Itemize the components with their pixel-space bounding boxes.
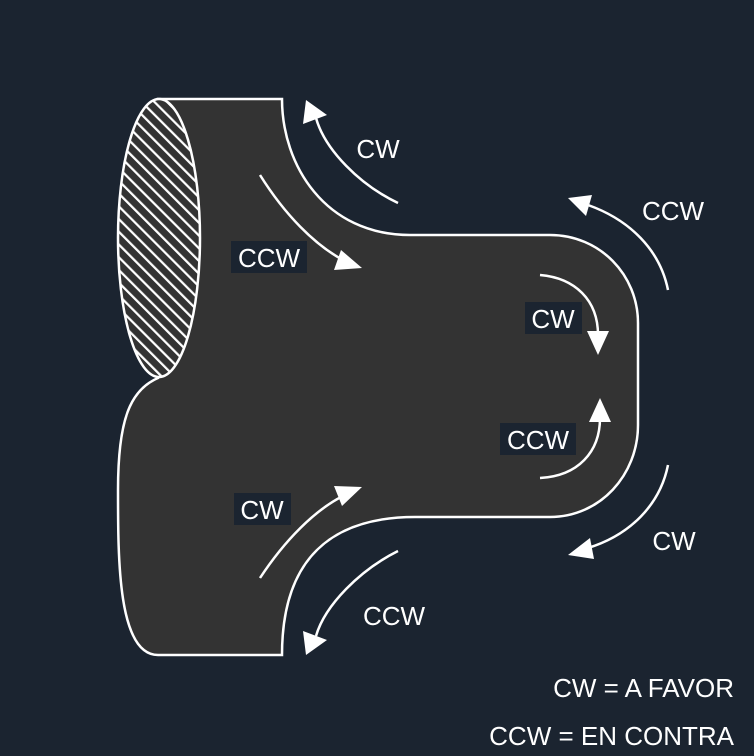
arrow-right-bottom-inner-arc	[539, 417, 602, 480]
label-upper-outer: CW	[356, 134, 400, 164]
label-right-bottom-outer: CW	[652, 526, 696, 556]
arrow-right-top-inner-head	[587, 331, 609, 355]
arrow-right-top-outer-head	[568, 195, 592, 216]
legend-cw: CW = A FAVOR	[553, 673, 734, 703]
label-lower-outer: CCW	[363, 601, 426, 631]
hatched-cross-section	[116, 97, 202, 379]
label-right-top-inner-bg	[525, 302, 582, 334]
label-lower-inner-bg	[234, 493, 291, 525]
label-right-bottom-inner: CCW	[507, 425, 570, 455]
arrow-lower-outer-arc	[314, 549, 399, 637]
arrow-right-top-inner-arc	[539, 273, 600, 336]
label-lower-inner: CW	[240, 495, 284, 525]
arrow-upper-outer-head	[303, 100, 327, 124]
label-upper-inner-bg	[231, 241, 307, 273]
label-right-bottom-inner-bg	[500, 423, 576, 455]
arrow-upper-inner-arc	[258, 174, 344, 262]
arrow-upper-inner-head	[334, 250, 362, 270]
arrow-right-bottom-inner-head	[589, 398, 611, 422]
arrow-right-bottom-outer-arc	[587, 464, 670, 550]
label-upper-inner: CCW	[238, 243, 301, 273]
legend-ccw: CCW = EN CONTRA	[489, 721, 735, 751]
arrow-lower-inner-arc	[258, 494, 344, 579]
arrow-lower-inner-head	[334, 486, 362, 506]
arrow-upper-outer-arc	[314, 117, 399, 205]
label-right-top-outer: CCW	[642, 196, 705, 226]
label-right-top-inner: CW	[531, 304, 575, 334]
arrow-right-top-outer-arc	[587, 203, 670, 291]
arrow-right-bottom-outer-head	[568, 538, 594, 559]
arrow-lower-outer-head	[303, 631, 327, 655]
